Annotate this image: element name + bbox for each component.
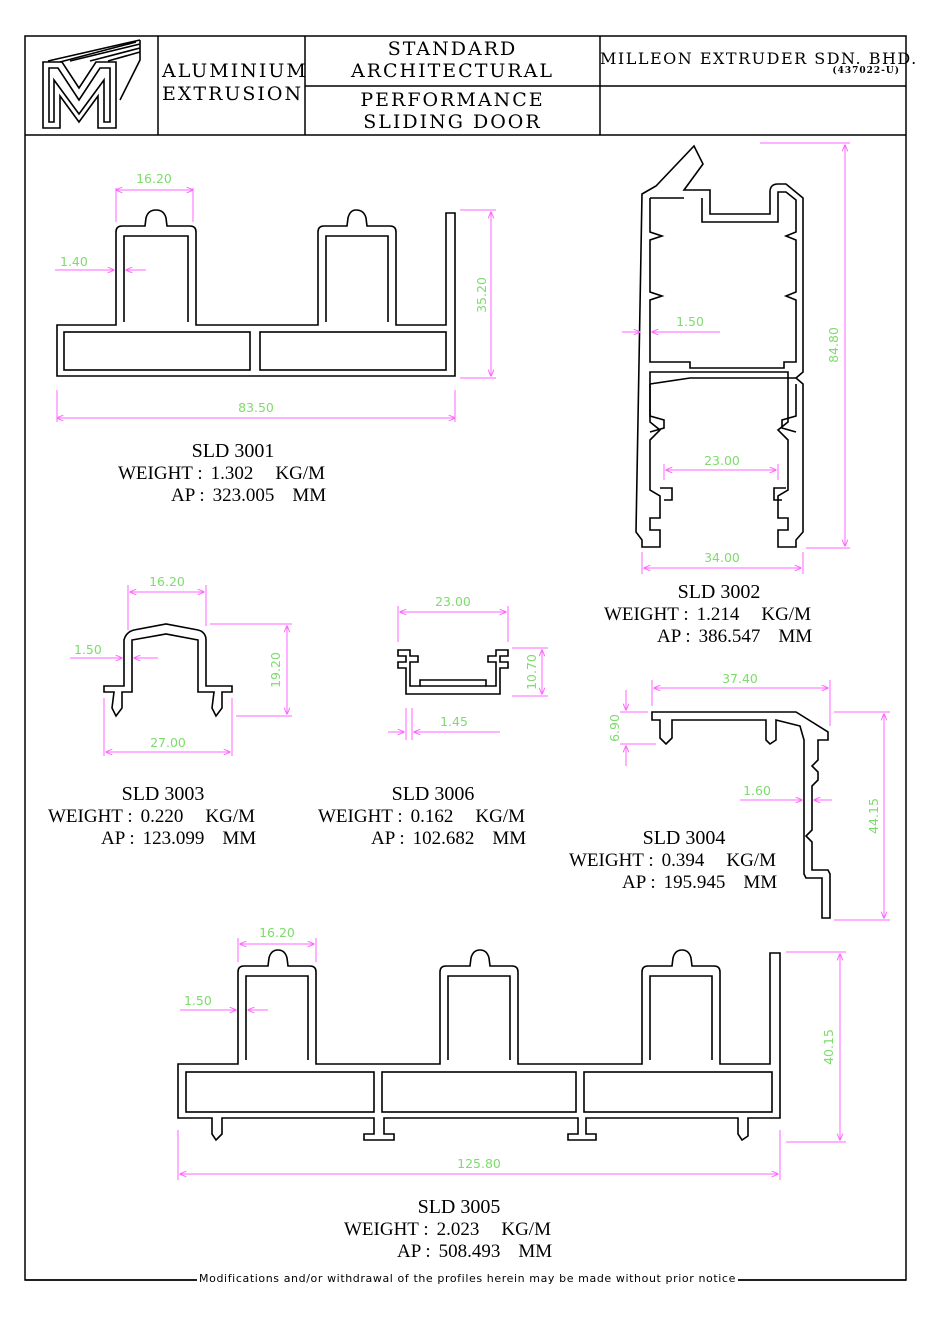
dim-3005-height-40-15: 40.15 [821,1029,836,1065]
category-title: STANDARD ARCHITECTURAL [305,38,600,82]
weight-label: WEIGHT : [48,806,133,827]
ap-unit: MM [292,485,327,506]
profile-sld-3005 [177,949,781,1142]
weight-value: 1.302 [210,463,254,484]
ap-unit: MM [222,828,257,849]
dimensions-sld-3006 [388,606,548,740]
caption-sld-3004: SLD 3004 WEIGHT : 0.394 KG/M AP : 195.945 MM [569,827,799,894]
ap-value: 508.493 [438,1241,501,1262]
weight-unit: KG/M [275,463,325,484]
dimensions-sld-3003 [70,585,292,756]
dim-3003-width-16-20: 16.20 [149,574,185,589]
profile-code: SLD 3001 [191,440,275,462]
weight-unit: KG/M [726,850,776,871]
caption-sld-3005: SLD 3005 WEIGHT : 2.023 KG/M AP : 508.493 MM [344,1196,574,1263]
profile-code: SLD 3006 [391,783,475,805]
ap-unit: MM [492,828,527,849]
dim-3006-width-23-00: 23.00 [435,594,471,609]
dim-3002-height-84-80: 84.80 [826,327,841,363]
dim-3002-wall-1-50: 1.50 [676,314,704,329]
dim-3005-wall-1-50: 1.50 [184,993,212,1008]
weight-label: WEIGHT : [604,604,689,625]
dim-3004-height-44-15: 44.15 [866,798,881,834]
weight-unit: KG/M [205,806,255,827]
company-name: MILLEON EXTRUDER SDN. BHD. [600,49,918,68]
caption-sld-3006: SLD 3006 WEIGHT : 0.162 KG/M AP : 102.682 MM [318,783,548,850]
ap-unit: MM [518,1241,553,1262]
title-block [25,36,906,136]
dim-3003-wall-1-50: 1.50 [74,642,102,657]
ap-value: 102.682 [412,828,475,849]
title-left-line-1: ALUMINIUM [162,60,308,82]
weight-unit: KG/M [761,604,811,625]
weight-value: 0.162 [410,806,454,827]
profile-code: SLD 3003 [121,783,205,805]
profile-sld-3001 [56,209,456,377]
weight-label: WEIGHT : [569,850,654,871]
series-title: PERFORMANCE SLIDING DOOR [305,89,600,133]
ap-label: AP : [371,828,405,849]
dimensions-sld-3005 [177,938,846,1180]
title-left-line-2: EXTRUSION [162,83,304,105]
dim-3001-width-16-20: 16.20 [136,171,172,186]
weight-value: 0.394 [661,850,705,871]
ap-unit: MM [778,626,813,647]
profile-code: SLD 3004 [642,827,726,849]
company-registration: (437022-U) [832,66,900,76]
profile-sld-3004 [651,711,831,919]
dim-3003-width-27-00: 27.00 [150,735,186,750]
weight-value: 0.220 [140,806,184,827]
dim-3006-height-10-70: 10.70 [524,654,539,690]
dim-3002-gap-23-00: 23.00 [704,453,740,468]
dimensions-sld-3004 [620,680,890,921]
dim-3003-height-19-20: 19.20 [268,652,283,688]
title-left: ALUMINIUM EXTRUSION [162,60,308,106]
dimensions-sld-3001 [55,188,496,422]
dim-3002-width-34-00: 34.00 [704,550,740,565]
profile-code: SLD 3005 [417,1196,501,1218]
caption-sld-3001: SLD 3001 WEIGHT : 1.302 KG/M AP : 323.005 MM [118,440,348,507]
dim-3001-length-83-50: 83.50 [238,400,274,415]
weight-unit: KG/M [501,1219,551,1240]
ap-value: 123.099 [142,828,205,849]
ap-label: AP : [657,626,691,647]
ap-label: AP : [171,485,205,506]
profile-sld-3006 [397,649,509,695]
ap-value: 386.547 [698,626,761,647]
ap-unit: MM [743,872,778,893]
weight-label: WEIGHT : [318,806,403,827]
ap-label: AP : [397,1241,431,1262]
dimensions-sld-3002 [622,142,850,574]
series-line-2: SLIDING DOOR [363,111,542,133]
dim-3004-height-6-90: 6.90 [607,714,622,742]
ap-value: 323.005 [212,485,275,506]
ap-value: 195.945 [663,872,726,893]
series-line-1: PERFORMANCE [360,89,545,111]
disclaimer-footer: Modifications and/or withdrawal of the p… [0,1272,935,1285]
dim-3004-wall-1-60: 1.60 [743,783,771,798]
dim-3001-wall-1-40: 1.40 [60,254,88,269]
dim-3001-height-35-20: 35.20 [474,277,489,313]
disclaimer-text: Modifications and/or withdrawal of the p… [197,1272,738,1285]
dim-3005-width-16-20: 16.20 [259,925,295,940]
category-line-2: ARCHITECTURAL [350,60,555,82]
dim-3004-width-37-40: 37.40 [722,671,758,686]
ap-label: AP : [101,828,135,849]
weight-label: WEIGHT : [118,463,203,484]
weight-value: 1.214 [696,604,740,625]
caption-sld-3002: SLD 3002 WEIGHT : 1.214 KG/M AP : 386.547 MM [604,581,834,648]
weight-label: WEIGHT : [344,1219,429,1240]
weight-unit: KG/M [475,806,525,827]
profile-code: SLD 3002 [677,581,761,603]
ap-label: AP : [622,872,656,893]
profile-sld-3003 [103,623,233,718]
category-line-1: STANDARD [387,38,518,60]
profile-sld-3002 [635,144,804,548]
dim-3006-wall-1-45: 1.45 [440,714,468,729]
weight-value: 2.023 [436,1219,480,1240]
dim-3005-length-125-80: 125.80 [457,1156,501,1171]
caption-sld-3003: SLD 3003 WEIGHT : 0.220 KG/M AP : 123.099 MM [48,783,278,850]
company-logo [42,39,141,129]
